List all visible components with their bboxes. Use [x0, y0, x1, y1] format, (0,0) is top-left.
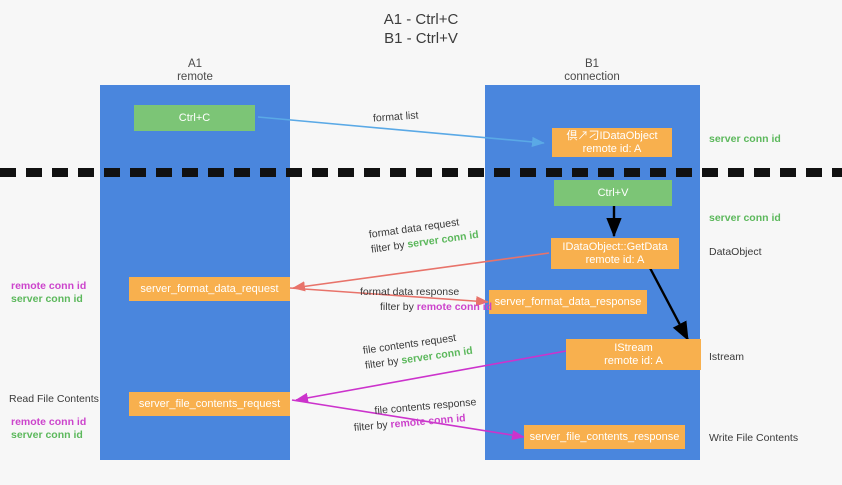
side-label-server-conn-id-top: server conn id [709, 133, 781, 145]
box-istream[interactable]: IStream remote id: A [566, 339, 701, 370]
side-label-server-conn-id-2: server conn id [11, 429, 83, 441]
box-idataobject[interactable]: 倶↗刁IDataObject remote id: A [552, 128, 672, 157]
edge-label-format-data-response: format data response filter by remote co… [360, 285, 492, 315]
box-istream-line2: remote id: A [604, 354, 663, 367]
box-getdata-line2: remote id: A [585, 253, 645, 266]
edge-label-format-data-request: format data request filter by server con… [368, 213, 480, 258]
box-getdata-line1: IDataObject::GetData [562, 240, 668, 253]
side-label-server-conn-id-mid: server conn id [709, 212, 781, 224]
side-label-remote-conn-id-1: remote conn id [11, 280, 87, 292]
box-server-format-data-response[interactable]: server_format_data_response [489, 290, 647, 314]
box-idataobject-line1: 倶↗刁IDataObject [566, 129, 658, 142]
side-label-read-file-contents: Read File Contents [9, 393, 99, 405]
side-label-istream: Istream [709, 351, 745, 363]
edge-label-format-list: format list [372, 109, 419, 125]
edge-label-file-contents-request: file contents request filter by server c… [362, 329, 474, 374]
side-label-remote-conn-id-2: remote conn id [11, 416, 87, 428]
box-server-format-data-request[interactable]: server_format_data_request [129, 277, 290, 301]
column-header-a1: A1 remote [177, 58, 213, 83]
box-ctrl-c[interactable]: Ctrl+C [134, 105, 255, 131]
box-getdata[interactable]: IDataObject::GetData remote id: A [551, 238, 679, 269]
box-istream-line1: IStream [614, 341, 653, 354]
side-label-server-conn-id-1: server conn id [11, 293, 83, 305]
edge-label-format-data-response-line2: filter by remote conn id [380, 301, 493, 313]
phase-divider [0, 168, 842, 177]
side-label-dataobject: DataObject [709, 246, 762, 258]
box-server-file-contents-response[interactable]: server_file_contents_response [524, 425, 685, 449]
column-header-b1: B1 connection [564, 58, 620, 83]
side-label-write-file-contents: Write File Contents [709, 432, 799, 444]
box-server-file-contents-request[interactable]: server_file_contents_request [129, 392, 290, 416]
box-ctrl-v[interactable]: Ctrl+V [554, 180, 672, 206]
edge-label-file-contents-response: file contents response filter by remote … [352, 395, 478, 436]
page-title: A1 - Ctrl+C B1 - Ctrl+V [383, 11, 459, 47]
edge-label-format-data-response-line1: format data response [360, 286, 460, 298]
box-idataobject-line2: remote id: A [582, 142, 642, 155]
